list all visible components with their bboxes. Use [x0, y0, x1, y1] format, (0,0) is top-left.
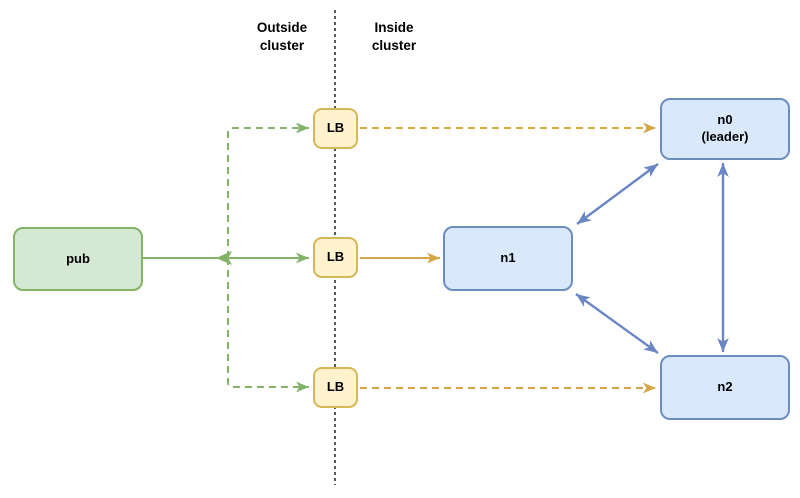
node-n1: n1 — [443, 226, 573, 291]
node-n0: n0 (leader) — [660, 98, 790, 160]
node-pub: pub — [13, 227, 143, 291]
node-lb-top-label: LB — [326, 120, 345, 136]
outside-cluster-label: Outside cluster — [256, 20, 308, 54]
node-n1-label: n1 — [500, 250, 516, 266]
node-lb-bottom-label: LB — [326, 379, 345, 395]
node-n2: n2 — [660, 355, 790, 420]
node-n0-label: n0 — [717, 112, 733, 128]
node-lb-top: LB — [313, 108, 358, 149]
edge-n0-n1 — [576, 163, 659, 225]
node-n2-label: n2 — [717, 379, 733, 395]
node-n0-sublabel: (leader) — [701, 129, 749, 144]
edge-n1-n2 — [575, 293, 659, 354]
edge-pub-to-lb-bottom — [227, 258, 309, 393]
node-lb-mid-label: LB — [326, 249, 345, 265]
node-pub-label: pub — [66, 250, 90, 266]
node-lb-mid: LB — [313, 237, 358, 278]
edge-pub-to-lb-top — [227, 122, 309, 258]
edge-return-arrowhead — [216, 251, 232, 265]
inside-cluster-label: Inside cluster — [371, 20, 417, 54]
node-lb-bottom: LB — [313, 367, 358, 408]
